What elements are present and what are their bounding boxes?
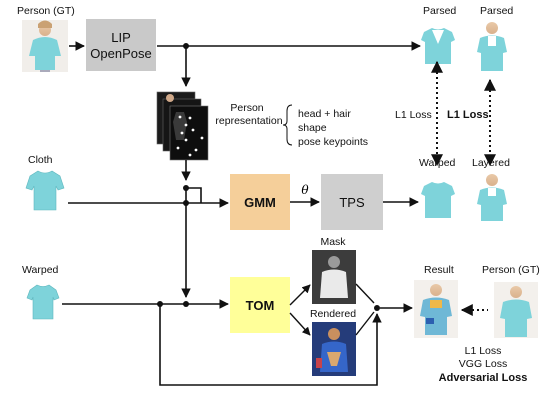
label-cloth: Cloth	[28, 154, 53, 166]
rep-item-1: shape	[298, 122, 327, 134]
rendered-image	[312, 322, 356, 376]
mask-image	[312, 250, 356, 304]
rep-to-gmm-connector	[186, 187, 202, 203]
label-result: Result	[424, 264, 454, 276]
person-gt-photo	[22, 20, 68, 72]
tom-label: TOM	[246, 298, 275, 313]
label-warped-input: Warped	[22, 264, 59, 276]
rendered-to-composite	[355, 311, 375, 336]
layered-image	[472, 172, 512, 224]
result-image	[414, 280, 458, 338]
l1-loss-right: L1 Loss	[447, 109, 489, 121]
warped-skip-connection	[159, 304, 382, 386]
warped-input-photo	[26, 284, 60, 320]
l1-loss-left: L1 Loss	[395, 109, 432, 121]
parsed-cloth-image	[421, 28, 455, 64]
person-rep-title-1: Person	[230, 102, 263, 114]
tom-box	[230, 277, 290, 333]
lip-openpose-box	[86, 19, 156, 71]
loss-l1-bottom: L1 Loss	[465, 345, 502, 357]
person-representation-stack	[156, 91, 209, 161]
lip-label: LIP	[111, 30, 131, 45]
label-layered: Layered	[472, 157, 510, 169]
loss-adversarial: Adversarial Loss	[439, 372, 528, 384]
tps-box	[321, 174, 383, 230]
label-parsed-left: Parsed	[423, 5, 456, 17]
rep-brace	[282, 104, 293, 146]
person-rep-title-2: representation	[215, 115, 282, 127]
rep-item-2: pose keypoints	[298, 136, 368, 148]
label-warped-output: Warped	[419, 157, 456, 169]
theta-label: θ	[301, 183, 309, 197]
label-person-gt-output: Person (GT)	[482, 264, 540, 276]
gmm-label: GMM	[244, 195, 276, 210]
arrow-tom-to-rendered	[289, 312, 311, 336]
rep-item-0: head + hair	[298, 108, 351, 120]
cloth-photo	[25, 170, 65, 211]
mask-to-composite	[355, 283, 375, 304]
arrow-tom-to-mask	[289, 284, 311, 306]
warped-output-image	[421, 182, 455, 218]
label-mask: Mask	[320, 236, 346, 248]
person-gt-output-image	[494, 282, 538, 338]
label-person-gt-input: Person (GT)	[17, 5, 75, 17]
openpose-label: OpenPose	[90, 46, 151, 61]
gmm-box	[230, 174, 290, 230]
loss-vgg: VGG Loss	[459, 358, 507, 370]
tps-label: TPS	[339, 195, 365, 210]
label-rendered: Rendered	[310, 308, 356, 320]
parsed-person-image	[472, 20, 512, 74]
label-parsed-right: Parsed	[480, 5, 513, 17]
